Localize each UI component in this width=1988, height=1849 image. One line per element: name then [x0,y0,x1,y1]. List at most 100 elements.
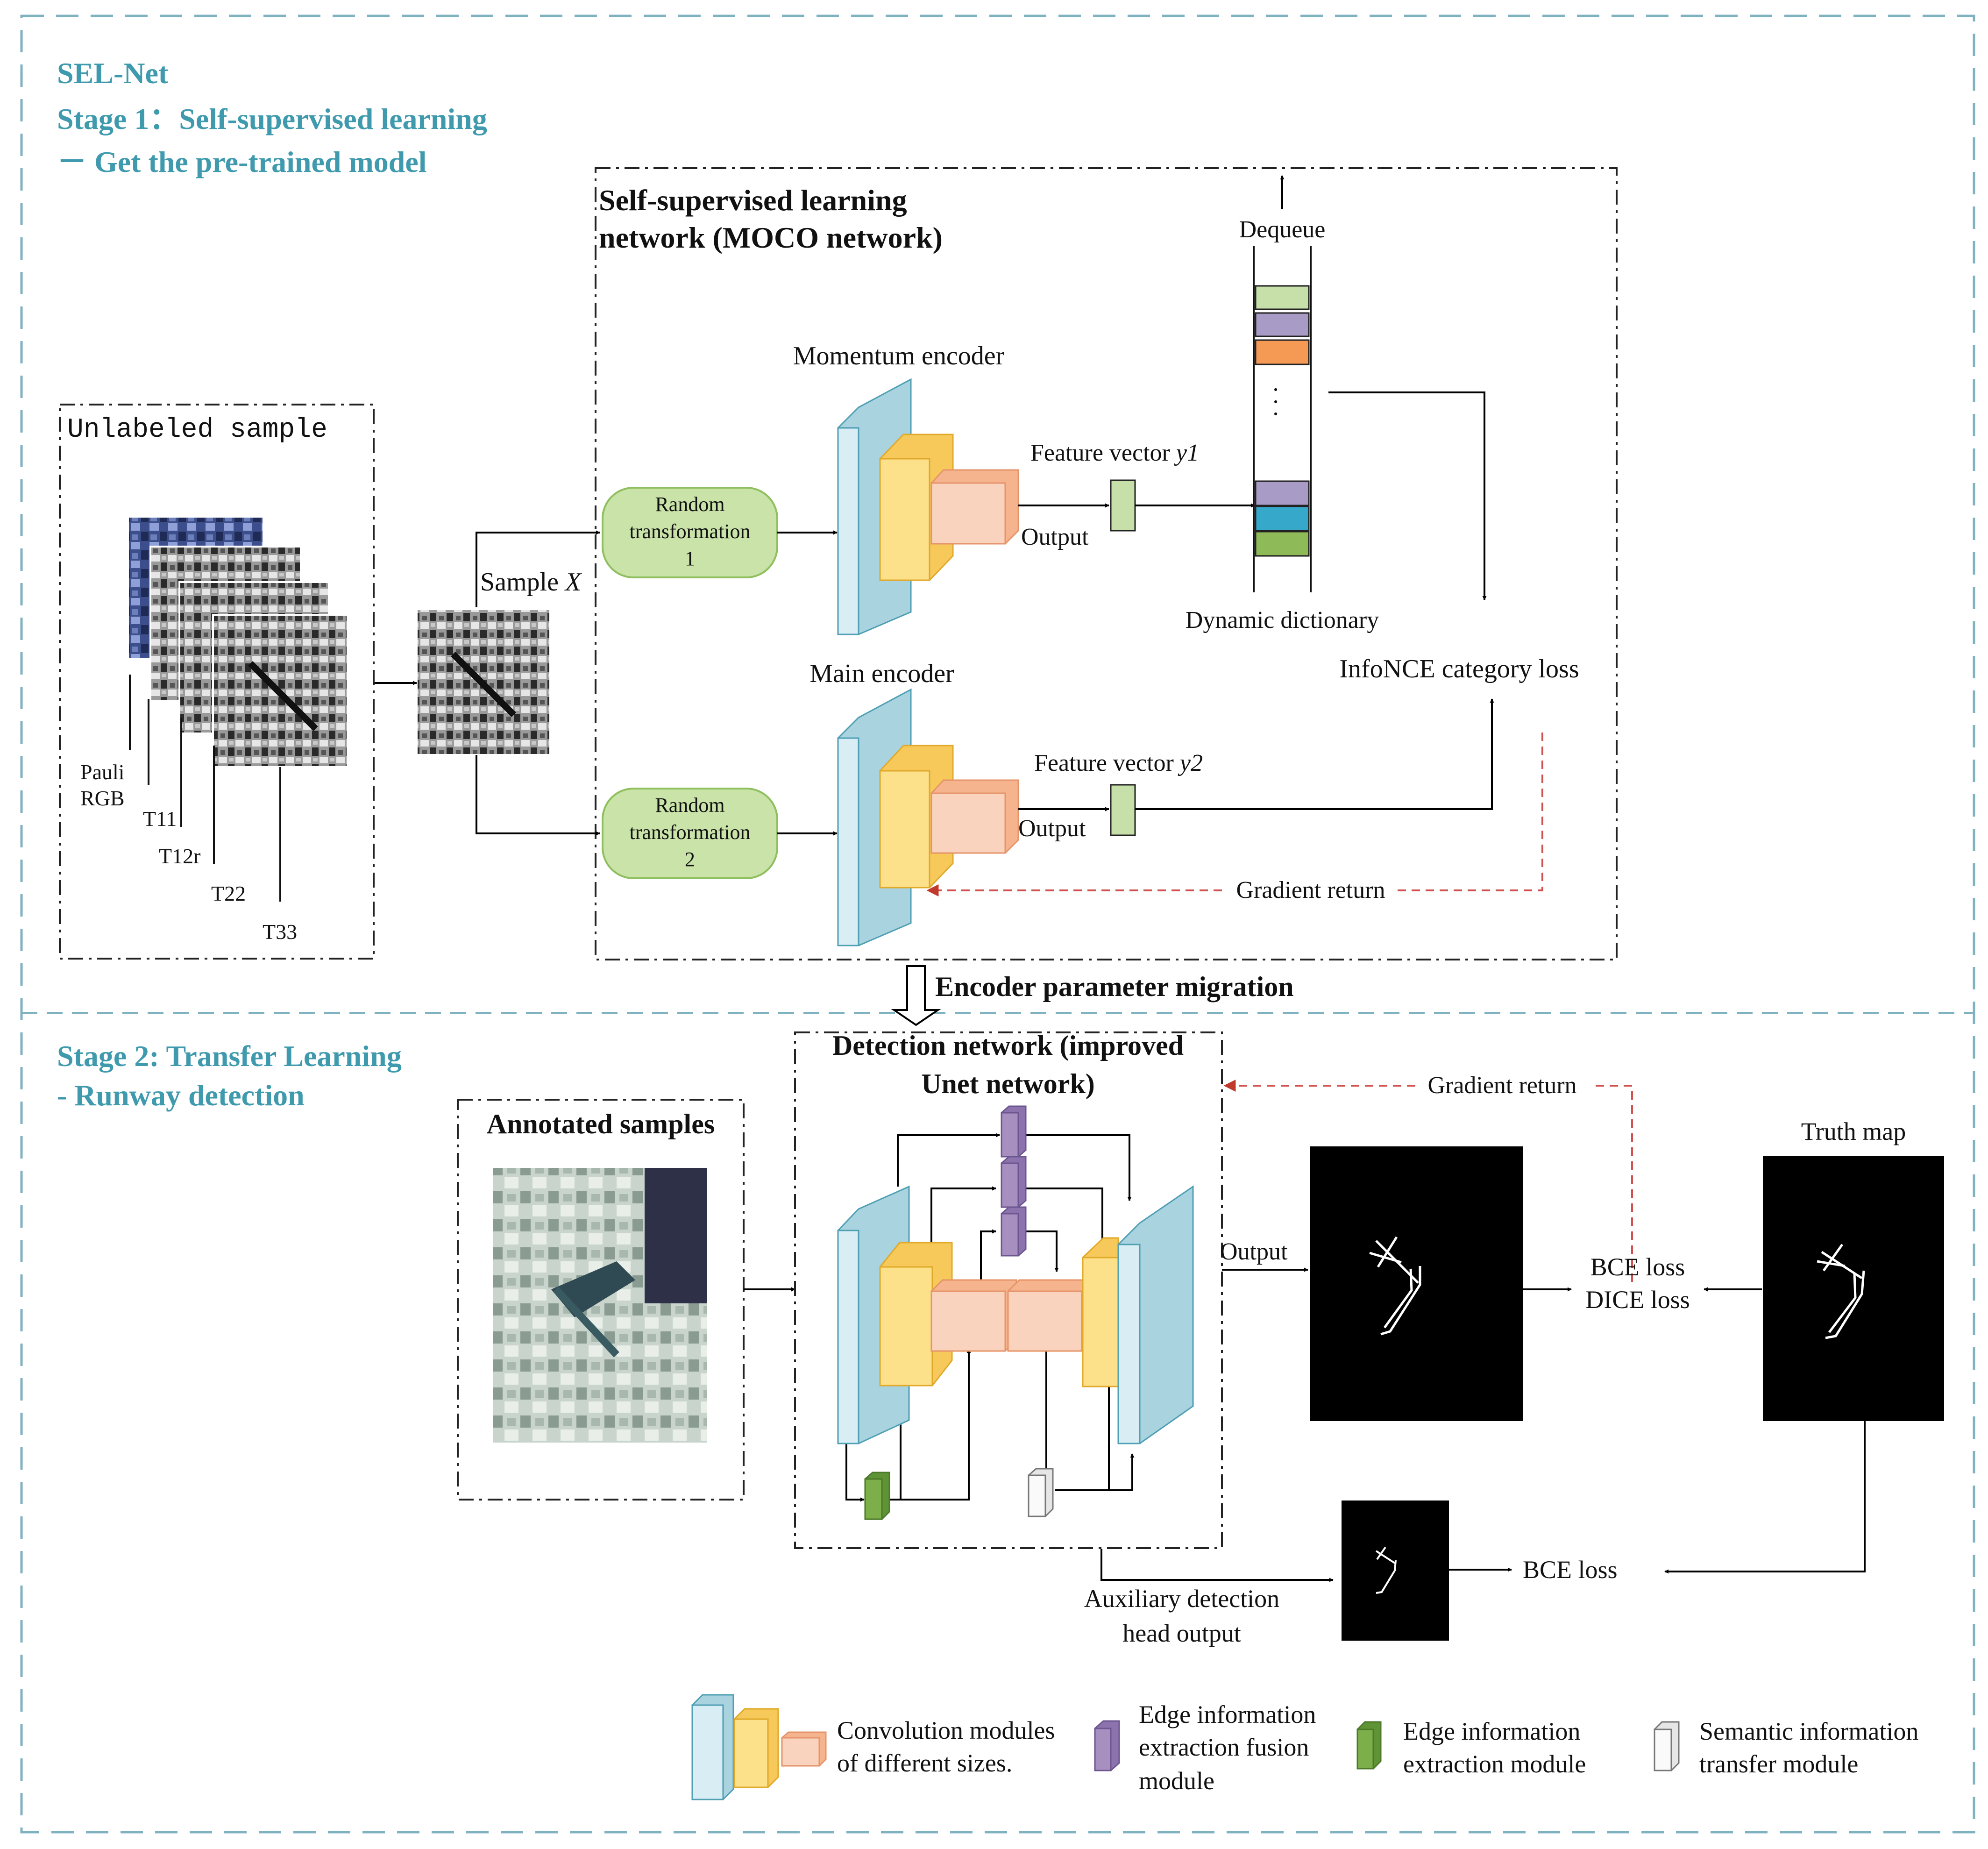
annotated-title: Annotated samples [487,1109,715,1139]
unet-skip-connections [845,1133,1135,1502]
moco-title-line2: network (MOCO network) [599,221,943,254]
moco-network-box: Self-supervised learning network (MOCO n… [595,167,1618,960]
stage2-subtitle: - Runway detection [57,1079,305,1112]
arrow-to-aux-output [1100,1549,1334,1582]
svg-text:transformation: transformation [629,520,750,543]
detection-title-line2: Unet network) [921,1068,1095,1099]
gradient-return-stage2: Gradient return [1223,1072,1633,1282]
random-transformation-1: Random transformation 1 [602,487,778,578]
stage1-title: Stage 1：Self-supervised learning [57,102,487,135]
legend-efusion-line2: extraction fusion [1139,1733,1309,1761]
svg-text:transformation: transformation [629,821,750,844]
legend: Convolution modules of different sizes. … [691,1694,1918,1800]
bce-loss-aux-label: BCE loss [1523,1556,1618,1584]
bce-loss-label: BCE loss [1590,1253,1685,1281]
section-titles: SEL-Net Stage 1：Self-supervised learning… [57,57,487,1112]
channel-image-stack [129,518,348,768]
dict-entry [1255,505,1310,532]
legend-semantic-icon [1654,1721,1680,1771]
gradient-return-stage1: Gradient return [926,732,1543,903]
svg-text:Feature vector y2: Feature vector y2 [1034,750,1203,776]
legend-semantic-line2: transfer module [1699,1750,1858,1778]
aux-label-line1: Auxiliary detection [1084,1585,1279,1613]
dict-entry [1255,312,1310,337]
legend-edge-line1: Edge information [1403,1717,1580,1745]
edge-fusion-modules [1001,1105,1027,1257]
unet-architecture [837,1105,1194,1520]
channel-t22: T22 [211,882,246,905]
runway-mark [248,661,318,731]
dynamic-dictionary-label: Dynamic dictionary [1186,607,1379,633]
momentum-encoder-label: Momentum encoder [793,341,1005,370]
legend-efusion-line1: Edge information [1139,1700,1316,1728]
feature-vector-y1: Feature vector y1 Output [1018,440,1255,550]
gradient-return-label-1: Gradient return [1236,877,1385,903]
svg-text:1: 1 [685,547,695,570]
edge-extraction-module [864,1472,890,1520]
truth-map [1763,1156,1944,1421]
channel-t33: T33 [263,920,297,944]
stage1-subtitle: － Get the pre-trained model [57,145,427,178]
migration-arrow [891,965,941,1026]
channel-t12r: T12r [159,844,200,868]
sample-x-var: X [564,568,582,597]
svg-text:Sample X: Sample X [480,568,582,597]
infonce-loss-label: InfoNCE category loss [1339,654,1579,683]
sample-x-label: Sample [480,568,565,597]
svg-text:Random: Random [655,493,724,516]
legend-conv-icon [691,1694,827,1800]
momentum-encoder [837,378,1019,635]
svg-text:Feature vector y1: Feature vector y1 [1030,440,1199,466]
legend-conv-line1: Convolution modules [837,1716,1055,1744]
legend-edge-extraction-icon [1356,1721,1382,1770]
dict-entry [1255,531,1310,557]
truth-map-label: Truth map [1801,1117,1906,1145]
outer-frame [20,14,1975,1834]
encoder-migration: Encoder parameter migration [891,965,1294,1026]
output-label-stage2: Output [1220,1238,1288,1265]
legend-edge-line2: extraction module [1403,1750,1586,1778]
main-encoder-label: Main encoder [809,659,954,688]
svg-text:Random: Random [655,794,724,817]
channel-t11: T11 [143,807,177,831]
dict-entry [1255,339,1310,365]
net-name: SEL-Net [57,57,169,90]
dynamic-dictionary: Dequeue . . . Dynamic dictionary [1186,175,1487,633]
legend-conv-line2: of different sizes. [837,1749,1012,1777]
channel-leader-lines [129,675,281,902]
output-label-y1: Output [1021,524,1089,550]
dice-loss-label: DICE loss [1585,1286,1690,1314]
arrow-truth-to-aux-loss [1664,1421,1866,1574]
svg-text:2: 2 [685,848,695,871]
dict-entry [1255,285,1310,310]
stage2-title: Stage 2: Transfer Learning [57,1039,402,1073]
migration-label: Encoder parameter migration [935,971,1294,1002]
moco-title-line1: Self-supervised learning [599,184,907,217]
unlabeled-title: Unlabeled sample [67,415,327,445]
prediction-map [1310,1146,1523,1421]
feature-vector-y2: Feature vector y2 Output [1018,698,1494,842]
sample-x: Sample X [418,568,582,754]
legend-efusion-line3: module [1139,1767,1214,1795]
unlabeled-sample-box: Unlabeled sample Pauli RGB T11 T12r T22 … [59,404,375,960]
legend-semantic-line1: Semantic information [1699,1717,1918,1745]
detection-title-line1: Detection network (improved [832,1030,1184,1061]
sample-split-arrows [476,530,600,836]
semantic-transfer-module [1028,1468,1054,1517]
channel-pauli: Pauli [80,760,125,784]
random-transformation-2: Random transformation 2 [602,788,778,879]
legend-edge-fusion-icon [1094,1720,1120,1771]
channel-rgb: RGB [80,786,125,810]
aux-label-line2: head output [1122,1619,1241,1647]
gradient-return-label-2: Gradient return [1427,1072,1576,1099]
dict-to-loss-arrow [1328,391,1487,600]
dict-dots: . . . [1269,387,1296,417]
dequeue-label: Dequeue [1239,216,1326,243]
aux-output-map [1342,1501,1449,1641]
annotated-samples-box: Annotated samples [457,1099,745,1501]
detection-network-box: Detection network (improved Unet network… [794,1030,1223,1549]
main-encoder [837,688,1019,946]
output-label-y2: Output [1018,815,1086,842]
dict-entry [1255,480,1310,506]
